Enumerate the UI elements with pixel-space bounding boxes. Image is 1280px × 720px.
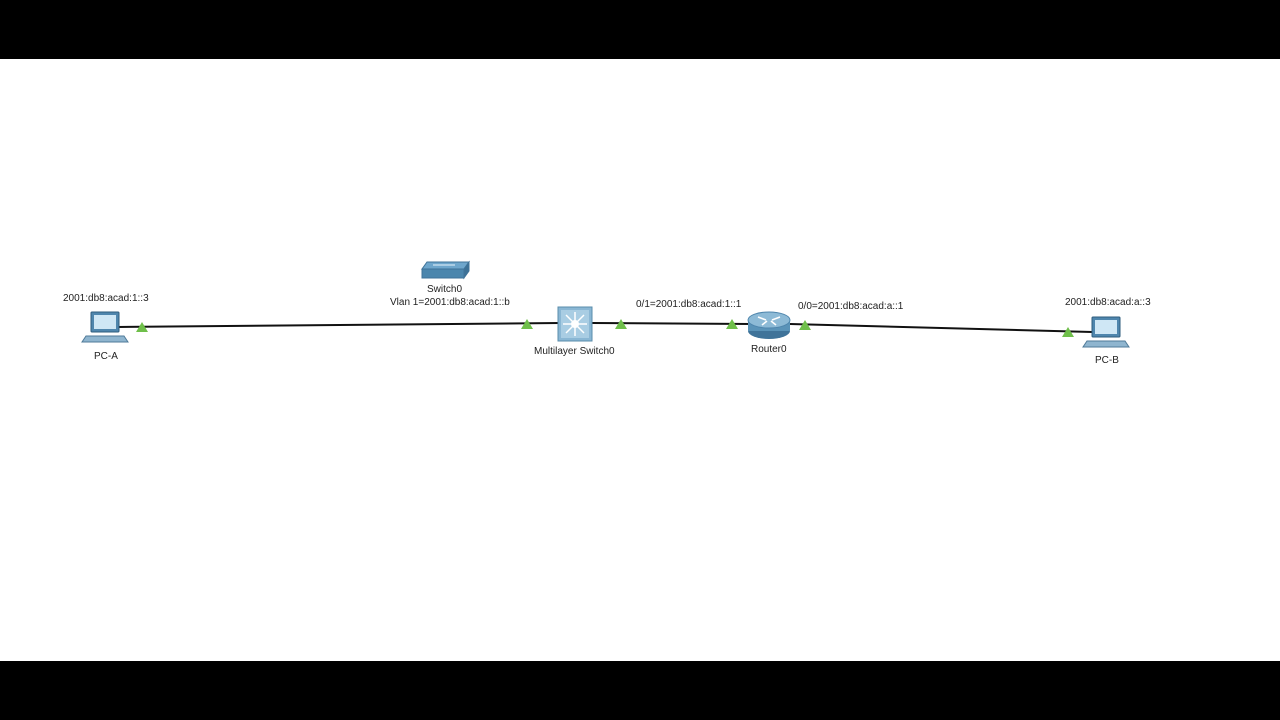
router0-left-interface-label: 0/1=2001:db8:acad:1::1 — [636, 299, 742, 310]
router0-name-label: Router0 — [751, 344, 787, 355]
link-pca-mls[interactable] — [117, 322, 561, 328]
topology-workspace[interactable]: 2001:db8:acad:1::3 PC-A Switch0 Vlan 1=2… — [0, 59, 1280, 661]
port-up-indicator — [615, 319, 627, 329]
link-mls-router[interactable] — [591, 322, 753, 325]
top-letterbox — [0, 0, 1280, 59]
pc-b-device[interactable] — [1082, 316, 1130, 348]
router0-device[interactable] — [747, 311, 791, 339]
port-up-indicator — [1062, 327, 1074, 337]
port-up-indicator — [521, 319, 533, 329]
router-icon — [747, 311, 791, 339]
pc-a-name-label: PC-A — [94, 351, 118, 362]
link-router-pcb[interactable] — [789, 323, 1093, 333]
multilayer-switch0-device[interactable] — [557, 306, 593, 342]
port-up-indicator — [136, 322, 148, 332]
port-up-indicator — [726, 319, 738, 329]
multilayer-switch-icon — [557, 306, 593, 342]
pc-icon — [81, 311, 129, 343]
mls0-address-label: Vlan 1=2001:db8:acad:1::b — [390, 297, 510, 308]
pc-b-address-label: 2001:db8:acad:a::3 — [1065, 297, 1151, 308]
pc-b-name-label: PC-B — [1095, 355, 1119, 366]
pc-a-address-label: 2001:db8:acad:1::3 — [63, 293, 149, 304]
pc-icon — [1082, 316, 1130, 348]
topology-canvas — [81, 260, 1130, 348]
bottom-letterbox — [0, 661, 1280, 720]
router0-right-interface-label: 0/0=2001:db8:acad:a::1 — [798, 301, 904, 312]
switch0-device[interactable] — [421, 260, 470, 280]
mls0-name-label: Multilayer Switch0 — [534, 346, 615, 357]
switch-icon — [421, 260, 470, 280]
switch0-name-label: Switch0 — [427, 284, 463, 295]
pc-a-device[interactable] — [81, 311, 129, 343]
port-up-indicator — [799, 320, 811, 330]
